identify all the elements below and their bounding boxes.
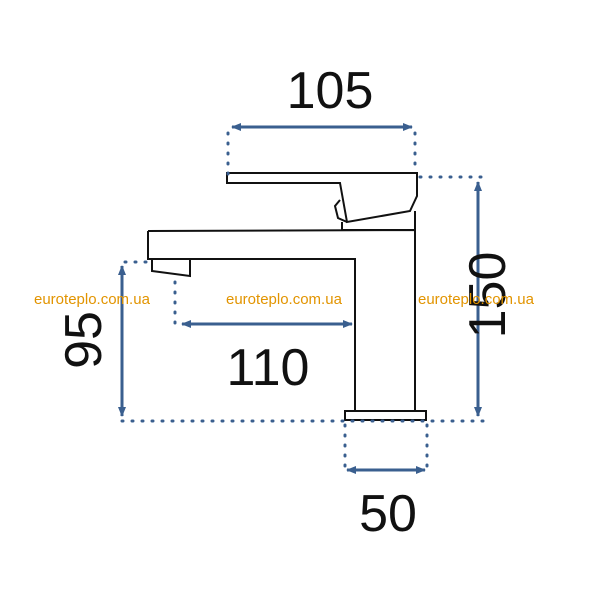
- faucet-outline: [147, 172, 427, 421]
- watermark-center: euroteplo.com.ua: [226, 291, 343, 308]
- dim-label-spout-reach: 110: [227, 339, 310, 397]
- dim-label-height-total: 150: [459, 252, 517, 339]
- dim-label-spout-height: 95: [55, 311, 113, 369]
- faucet-handle: [226, 172, 418, 224]
- watermark-right: euroteplo.com.ua: [418, 291, 535, 308]
- faucet-base: [344, 410, 427, 421]
- faucet-handle-knob: [333, 199, 348, 223]
- dimension-lines: [118, 123, 482, 474]
- dim-label-base-width: 50: [359, 485, 417, 543]
- faucet-aerator: [151, 259, 191, 278]
- dim-label-width-top: 105: [287, 62, 374, 120]
- watermark-left: euroteplo.com.ua: [34, 291, 151, 308]
- extension-lines: [120, 131, 487, 472]
